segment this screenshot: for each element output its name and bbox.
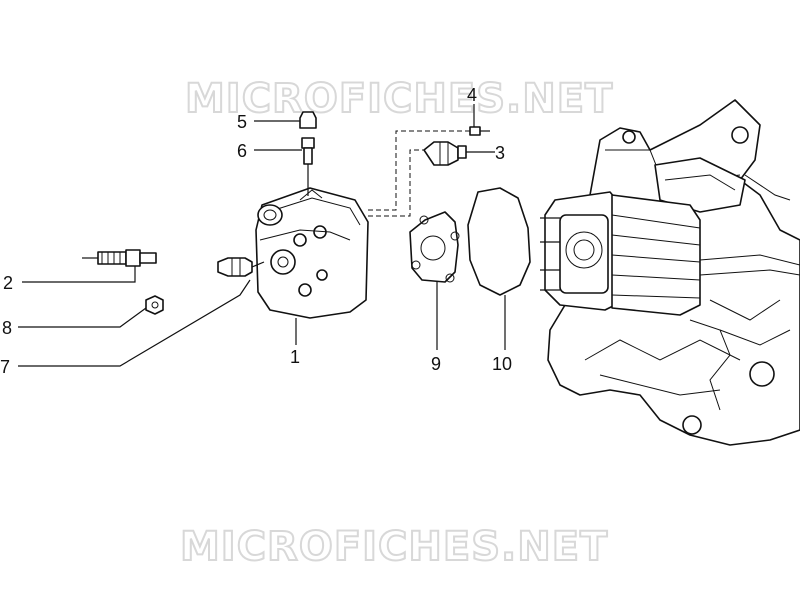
callout-8: 8 bbox=[2, 318, 12, 338]
watermark-top: MICROFICHES.NET bbox=[185, 76, 613, 122]
callout-4: 4 bbox=[467, 85, 477, 105]
callout-5: 5 bbox=[237, 112, 247, 132]
engine-block bbox=[540, 99, 800, 446]
watermark-bottom: MICROFICHES.NET bbox=[180, 524, 608, 570]
callout-labels: 1 2 3 4 5 6 7 8 9 10 bbox=[0, 85, 512, 377]
part-5-cap bbox=[299, 111, 317, 129]
leader-lines bbox=[18, 104, 506, 367]
part-3-sensor bbox=[423, 141, 467, 166]
part-4-screw bbox=[469, 126, 490, 136]
part-8-nut bbox=[145, 295, 164, 315]
callout-6: 6 bbox=[237, 141, 247, 161]
callout-9: 9 bbox=[431, 354, 441, 374]
part-1-cylinder-head bbox=[255, 187, 369, 319]
part-7-connector bbox=[217, 257, 265, 277]
part-2-spark-plug bbox=[82, 249, 157, 267]
part-10-o-ring bbox=[467, 187, 531, 296]
callout-2: 2 bbox=[3, 273, 13, 293]
callout-10: 10 bbox=[492, 354, 512, 374]
part-9-gasket bbox=[409, 211, 460, 283]
callout-7: 7 bbox=[0, 357, 10, 377]
callout-1: 1 bbox=[290, 347, 300, 367]
callout-3: 3 bbox=[495, 143, 505, 163]
part-6-valve bbox=[301, 137, 315, 196]
